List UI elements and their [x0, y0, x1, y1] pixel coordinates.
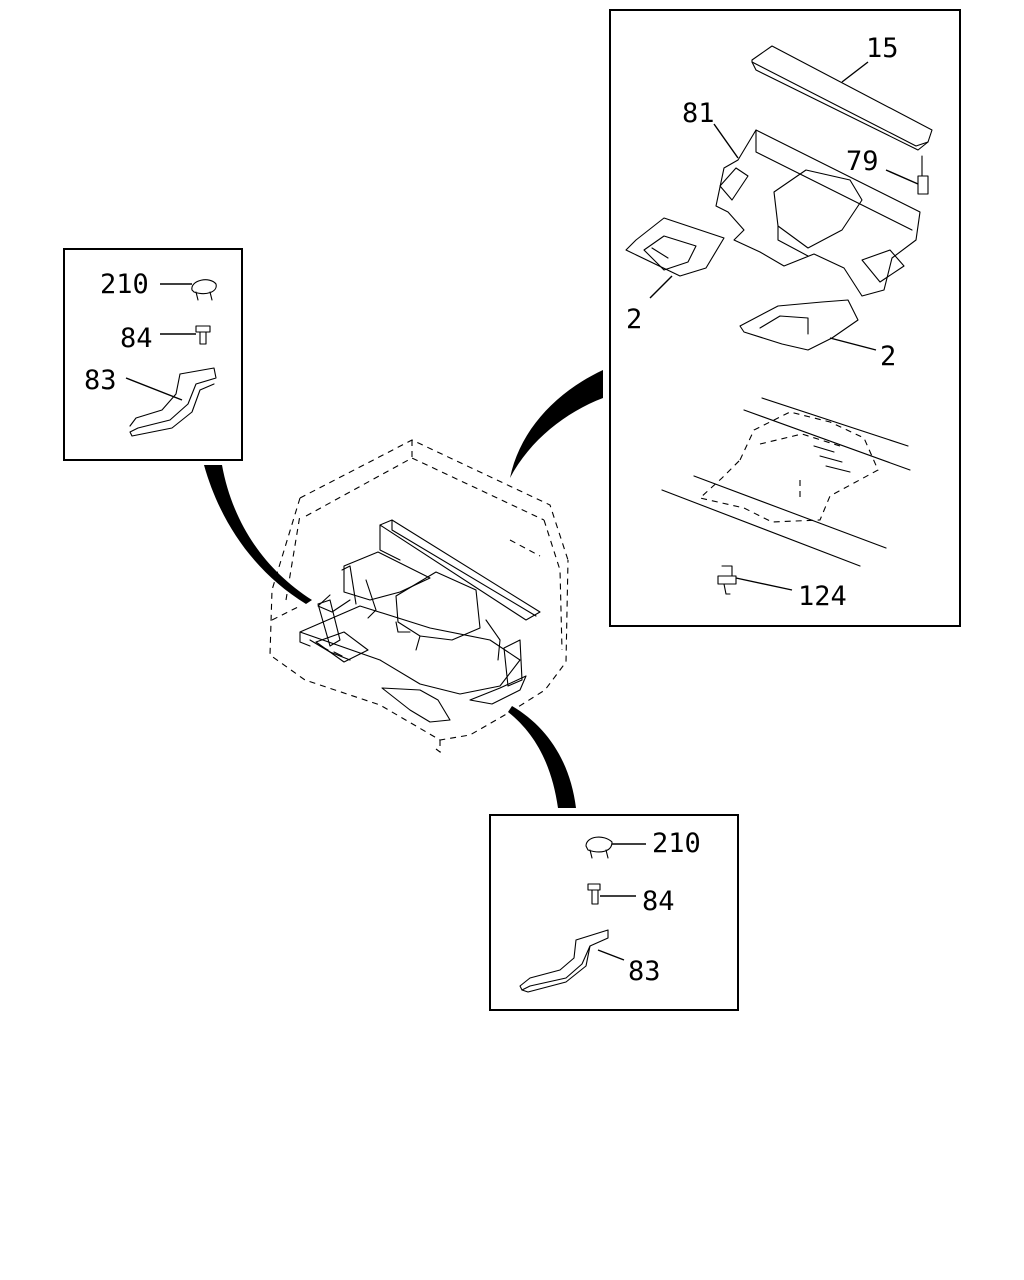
callout-124: 124 — [798, 581, 847, 612]
callout-83-left: 83 — [84, 365, 117, 396]
connector-arc-bottom — [508, 706, 576, 808]
detail-box-left — [63, 248, 243, 461]
detail-box-right — [609, 9, 961, 627]
cap-210-bottom — [585, 836, 613, 859]
connector-arc-right — [510, 370, 603, 478]
clip-124 — [717, 565, 737, 595]
screw-84-left — [195, 325, 211, 345]
connector-arc-left — [204, 465, 312, 604]
callout-84-left: 84 — [120, 323, 153, 354]
right-box-parts: 15 79 81 2 2 124 — [625, 33, 933, 612]
pad-2b — [739, 299, 859, 351]
callout-15: 15 — [866, 33, 899, 64]
pad-2a — [625, 217, 725, 277]
floor-panel-81 — [715, 129, 921, 297]
strip-15 — [751, 45, 933, 147]
screw-84-bottom — [587, 883, 601, 905]
callout-2a: 2 — [626, 304, 642, 335]
bracket-83-left — [129, 367, 217, 437]
detail-box-bottom — [489, 814, 739, 1011]
bracket-83-bottom — [519, 929, 609, 991]
callout-83-bottom: 83 — [628, 956, 661, 987]
callout-81: 81 — [682, 98, 715, 129]
callout-84-bottom: 84 — [642, 886, 675, 917]
left-box-parts: 210 84 83 — [84, 269, 217, 437]
bottom-box-parts: 210 84 83 — [519, 828, 701, 993]
clip-79 — [917, 155, 929, 195]
callout-2b: 2 — [880, 341, 896, 372]
callout-79: 79 — [846, 146, 879, 177]
cab-assembly — [269, 439, 569, 754]
callout-210-left: 210 — [100, 269, 149, 300]
cap-210-left — [191, 279, 217, 301]
callout-210-bottom: 210 — [652, 828, 701, 859]
